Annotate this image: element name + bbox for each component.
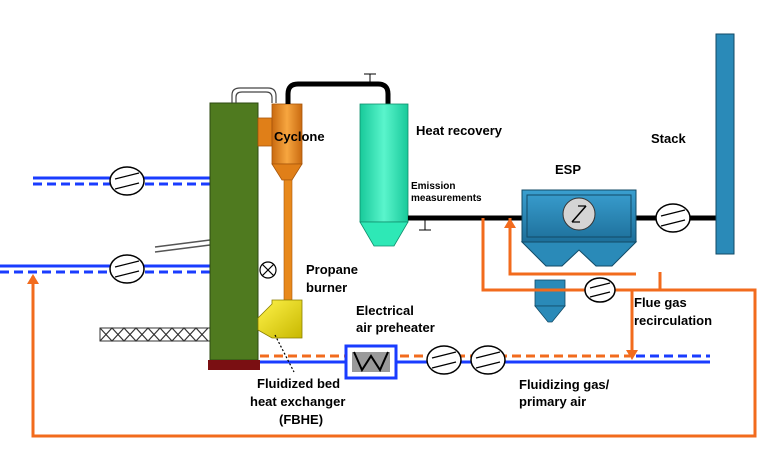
label-fluidizing-1: Fluidizing gas/ [519,377,610,392]
label-propane-1: Propane [306,262,358,277]
label-emission-2: measurements [411,193,482,204]
cyclone-gas-duct [285,81,391,104]
screw-feeder [99,327,211,342]
fan-icon [426,345,462,375]
label-cyclone: Cyclone [274,129,325,144]
fbhe-pointer [274,334,295,373]
flue-gas-recirculation-line [31,218,757,438]
heat-recovery-unit [359,103,409,247]
label-heat-recovery: Heat recovery [416,123,503,138]
label-flue-gas-2: recirculation [634,313,712,328]
fan-icon [470,345,506,375]
label-esp: ESP [555,162,581,177]
riser-top-pipe [231,87,277,103]
label-preheater-1: Electrical [356,303,414,318]
riser-reactor [209,102,259,361]
label-propane-2: burner [306,280,347,295]
label-emission-1: Emission [411,181,455,192]
fuel-feed-pipe [154,239,211,253]
label-flue-gas-1: Flue gas [634,295,687,310]
lower-air-inlet [0,264,210,274]
fan-icon [584,277,616,303]
fan-icon [655,203,691,233]
cyclone [257,103,303,301]
recirc-arrow-down [626,350,638,360]
label-fbhe-2: heat exchanger [250,394,345,409]
reactor-base [208,360,260,370]
label-fbhe-1: Fluidized bed [257,376,340,391]
esp-unit [520,189,638,267]
electrical-air-preheater [344,344,398,380]
fan-icon [109,166,145,196]
label-fluidizing-2: primary air [519,394,586,409]
recirc-arrow-up-esp [504,218,516,228]
label-stack: Stack [651,131,686,146]
label-fbhe-3: (FBHE) [279,412,323,427]
valve-icon [259,261,277,279]
label-preheater-2: air preheater [356,320,435,335]
recirc-arrow-up-left [27,274,39,284]
ash-separator [534,279,566,323]
stack [715,33,735,255]
fbhe [257,299,303,339]
fan-icon [109,254,145,284]
